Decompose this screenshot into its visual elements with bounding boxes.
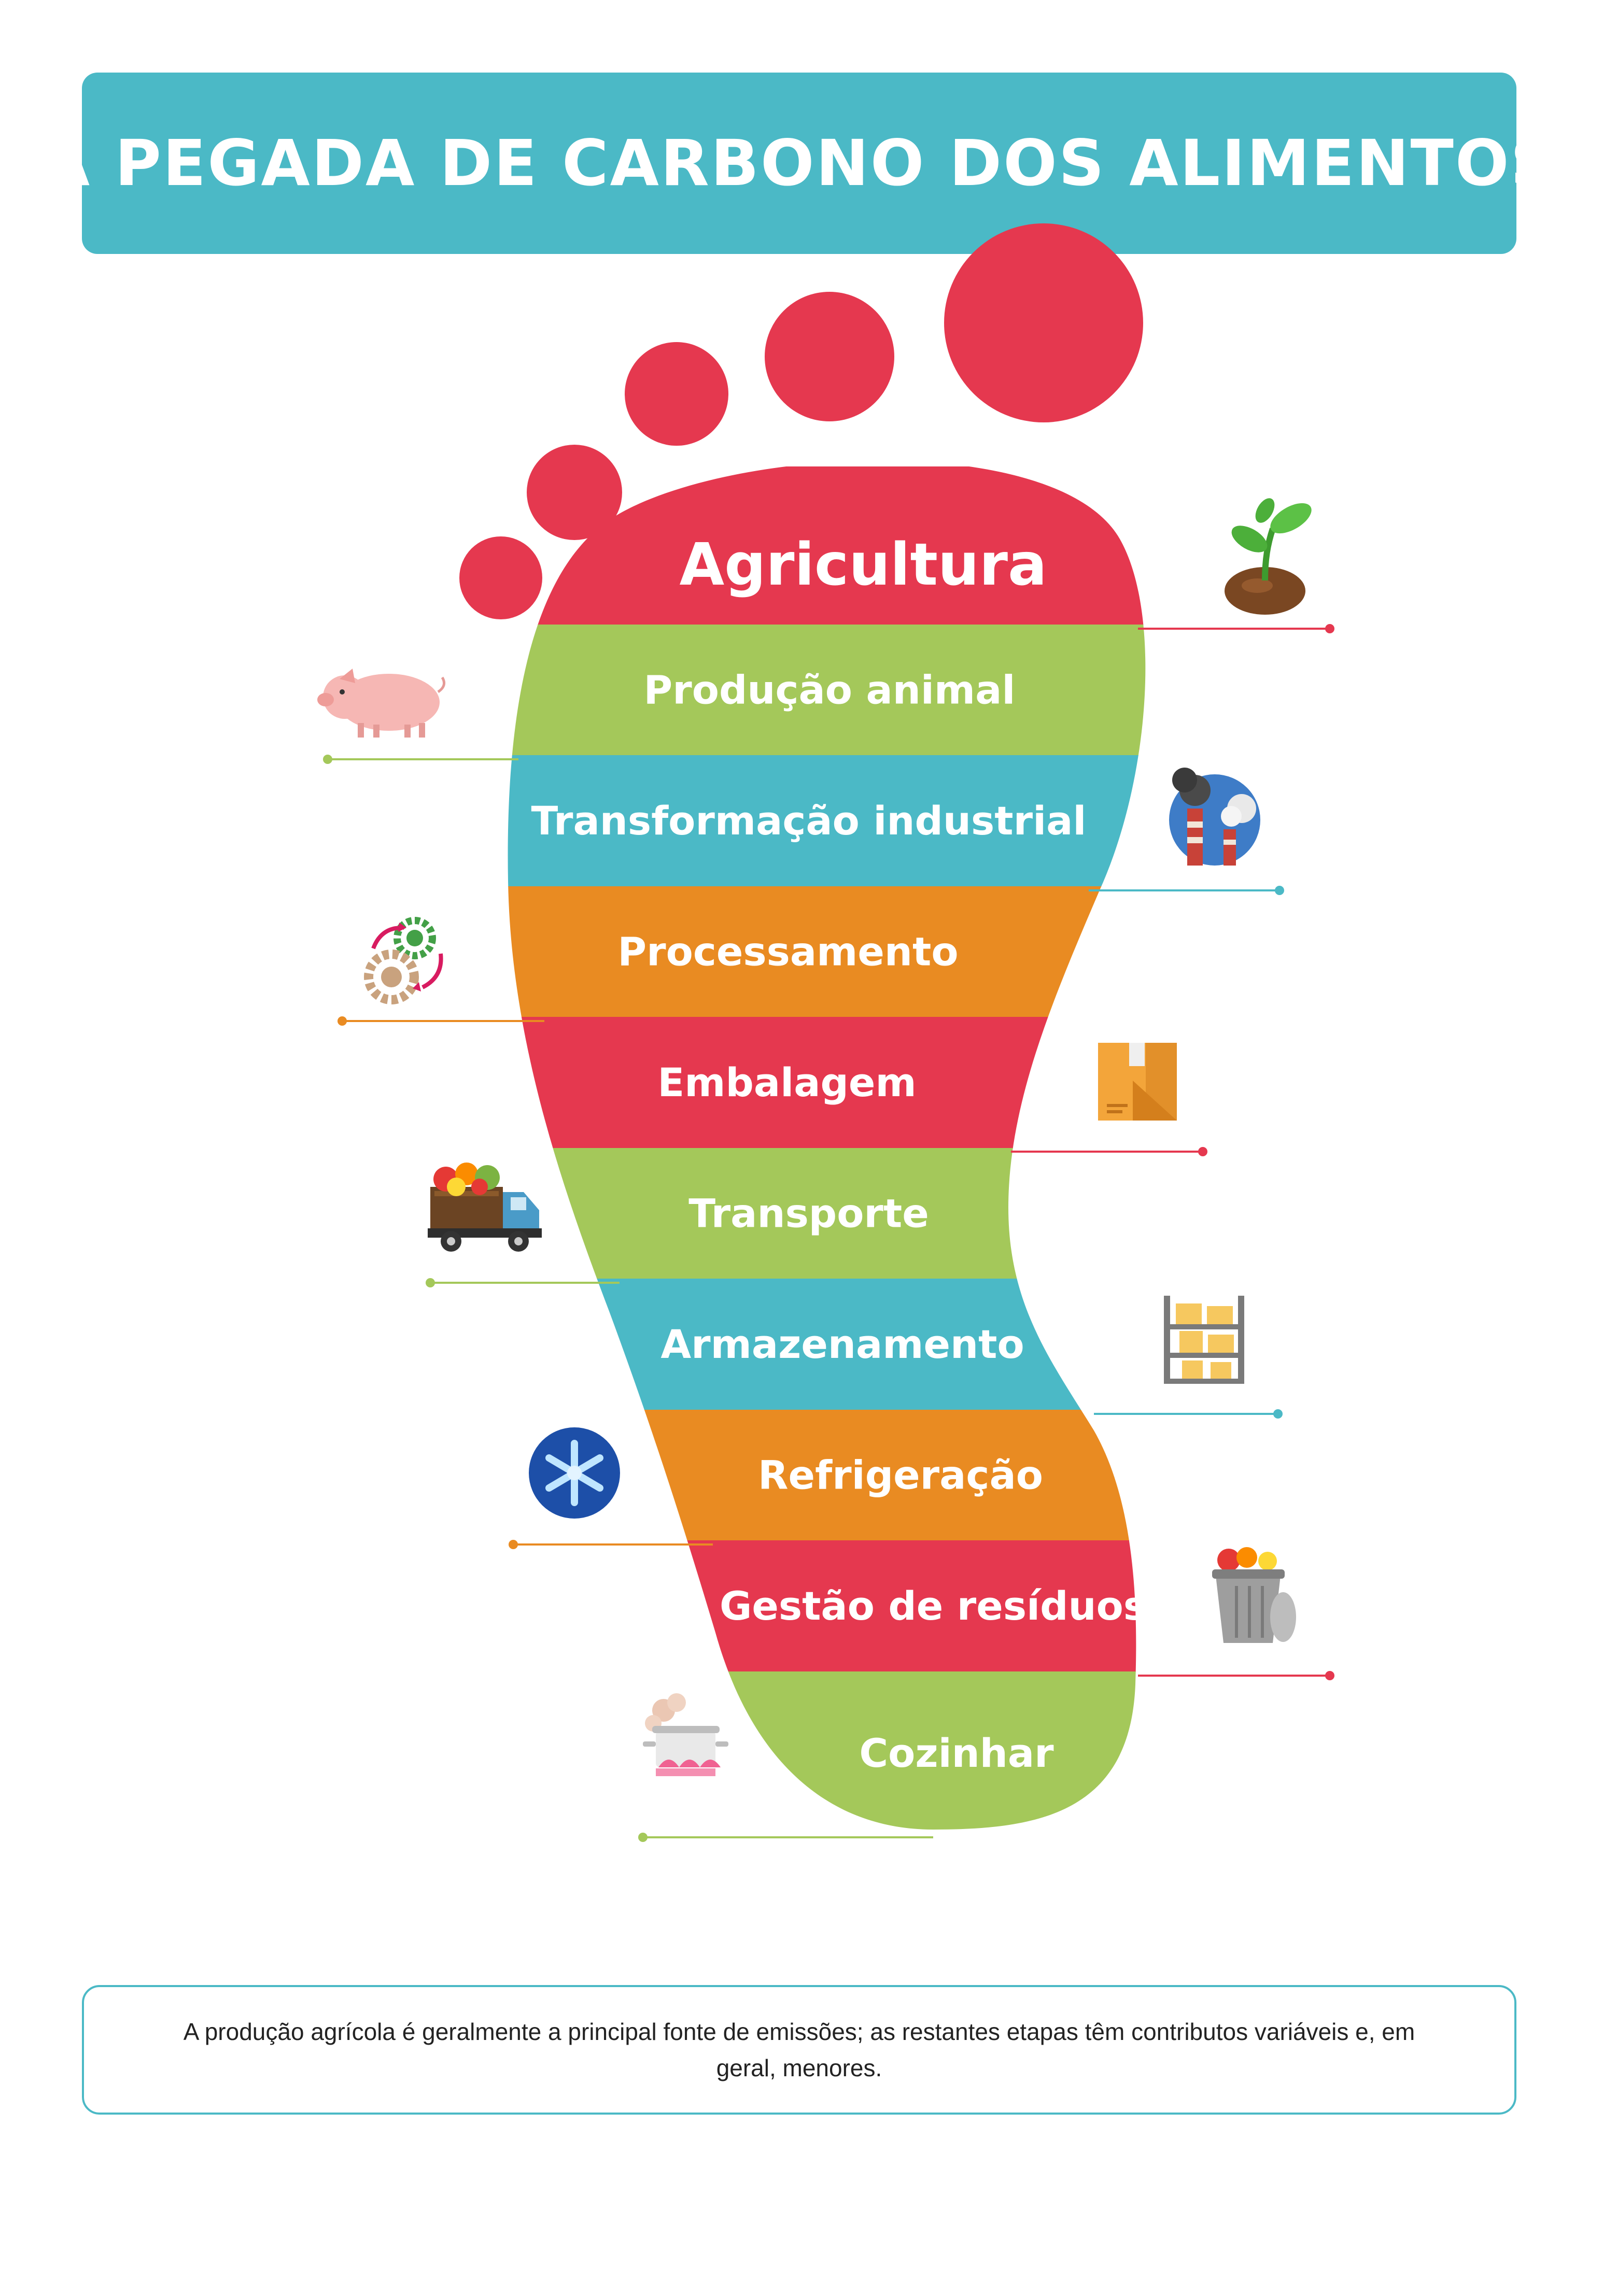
title-banner: A PEGADA DE CARBONO DOS ALIMENTOS: [41, 73, 1556, 254]
stage-label: Processamento: [617, 929, 958, 975]
stage-band: [508, 886, 1146, 1017]
leader-dot: [323, 755, 332, 764]
leader-dot: [1325, 624, 1334, 633]
footnote-box: A produção agrícola é geralmente a princ…: [82, 1985, 1516, 2115]
stage-band: [508, 1671, 1146, 1830]
leader-lines: [323, 624, 1334, 1842]
stage-label: Transporte: [688, 1190, 929, 1237]
leader-dot: [1325, 1671, 1334, 1680]
stage-label: Agricultura: [679, 531, 1047, 599]
leader-dot: [1198, 1147, 1207, 1156]
stage-label: Gestão de resíduos: [720, 1583, 1147, 1629]
stage-band: [508, 625, 1146, 756]
stage-label: Transformação industrial: [531, 798, 1087, 844]
leader-dot: [338, 1016, 347, 1026]
stage-label: Produção animal: [644, 667, 1016, 713]
stage-label: Cozinhar: [859, 1730, 1054, 1776]
stage-band: [508, 755, 1146, 887]
leader-dot: [1275, 886, 1284, 895]
snowflake-icon: [529, 1427, 620, 1519]
pig-icon: [317, 669, 446, 738]
stage-label: Embalagem: [657, 1059, 916, 1106]
stage-label: Refrigeração: [758, 1452, 1043, 1498]
leader-dot: [426, 1278, 435, 1287]
factory-icon: [1169, 768, 1260, 866]
toe-big: [944, 223, 1143, 422]
toe-little: [459, 536, 542, 619]
page-title: A PEGADA DE CARBONO DOS ALIMENTOS: [40, 126, 1558, 200]
box-icon: [1098, 1043, 1177, 1121]
cooking-pot-icon: [643, 1693, 728, 1776]
trash-can-icon: [1212, 1547, 1296, 1643]
toe-second: [765, 292, 894, 421]
truck-icon: [428, 1163, 542, 1252]
toe-fourth: [527, 445, 622, 540]
sprout-icon: [1225, 498, 1312, 615]
leader-dot: [509, 1540, 518, 1549]
leader-dot: [1273, 1409, 1283, 1419]
footnote-text: A produção agrícola é geralmente a princ…: [183, 2018, 1415, 2081]
toe-third: [625, 342, 728, 446]
gears-icon: [364, 917, 443, 1004]
stage-label: Armazenamento: [660, 1321, 1024, 1367]
shelves-icon: [1164, 1296, 1244, 1384]
toe-circles: [459, 223, 1143, 619]
leader-dot: [638, 1833, 648, 1842]
